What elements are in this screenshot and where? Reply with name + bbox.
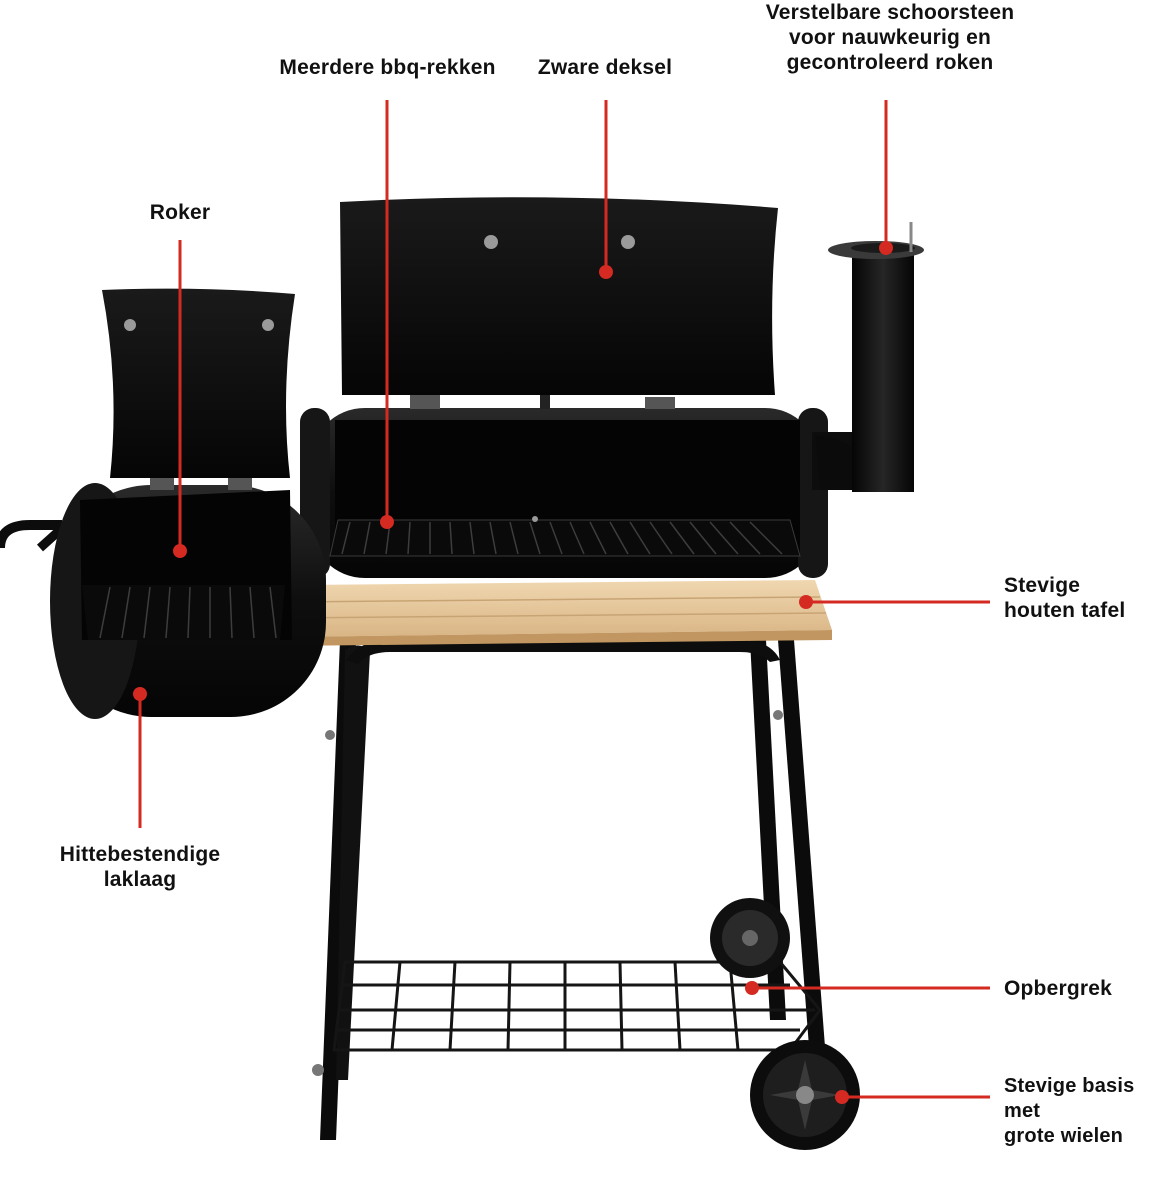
frame: [312, 640, 826, 1140]
label-lid: Zware deksel: [537, 56, 673, 79]
lid-bolt-icon: [484, 235, 498, 249]
firebox-lid: [102, 288, 295, 490]
label-coating: Hittebestendige laklaag: [59, 843, 221, 891]
label-base: Stevige basis met grote wielen: [1004, 1075, 1135, 1147]
rear-wheel: [710, 898, 790, 978]
wooden-table: [284, 580, 832, 646]
label-smoker: Roker: [149, 201, 211, 224]
front-wheel: [750, 1040, 860, 1150]
label-racks: Meerdere bbq-rekken: [279, 56, 496, 79]
main-lid: [340, 197, 778, 409]
callout-pointers: [133, 100, 990, 1104]
bolt-icon: [312, 1064, 324, 1076]
handle-icon: [0, 520, 62, 549]
rear-right-leg: [778, 640, 826, 1060]
storage-rack: [332, 960, 822, 1052]
chimney: [812, 222, 924, 492]
label-table: Stevige houten tafel: [1004, 574, 1126, 622]
main-chamber: [300, 408, 828, 578]
firebox: [0, 483, 326, 719]
pointer-dot-icon: [879, 241, 893, 255]
label-chimney: Verstelbare schoorsteen voor nauwkeurig …: [765, 1, 1015, 74]
label-storage: Opbergrek: [1004, 977, 1112, 1000]
